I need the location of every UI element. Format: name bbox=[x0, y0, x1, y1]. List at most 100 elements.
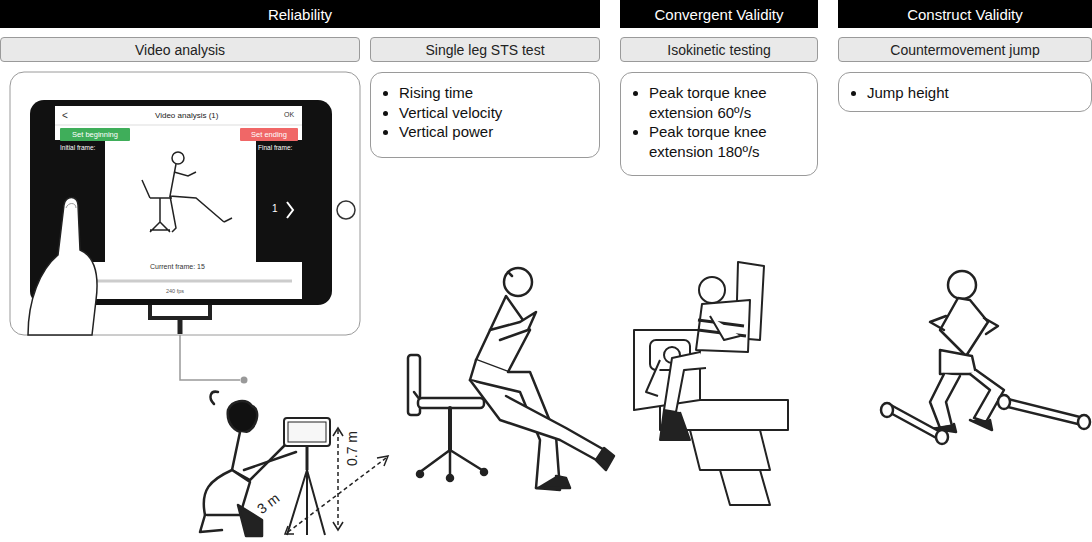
g-shape bbox=[200, 392, 296, 536]
node-text: Construct Validity bbox=[907, 6, 1023, 23]
bullet-item: Peak torque knee extension 180º/s bbox=[649, 122, 807, 161]
outcome-list: Peak torque knee extension 60º/sPeak tor… bbox=[620, 72, 818, 176]
circle-shape bbox=[504, 268, 532, 296]
circle-shape bbox=[447, 475, 453, 481]
line-shape bbox=[178, 318, 183, 334]
path-shape bbox=[66, 204, 76, 209]
section-bar: Convergent Validity bbox=[620, 0, 818, 28]
path-shape bbox=[696, 300, 750, 352]
g-shape bbox=[634, 262, 788, 505]
path-shape bbox=[142, 180, 172, 232]
method-box: Isokinetic testing bbox=[620, 37, 818, 62]
rect-shape bbox=[256, 140, 302, 262]
path-shape bbox=[970, 370, 1004, 422]
path-shape bbox=[1004, 398, 1086, 426]
screen-label: < bbox=[62, 110, 68, 121]
path-shape bbox=[940, 350, 976, 374]
path-shape bbox=[180, 335, 240, 380]
bullet-item: Vertical power bbox=[399, 122, 502, 142]
line-shape bbox=[288, 458, 386, 532]
bullet-item: Jump height bbox=[867, 83, 949, 103]
path-shape bbox=[660, 410, 690, 440]
path-shape bbox=[285, 526, 294, 534]
g-shape bbox=[285, 456, 388, 534]
rect-shape bbox=[288, 422, 326, 442]
screen-label: Initial frame: bbox=[60, 144, 95, 151]
path-shape bbox=[228, 401, 257, 432]
path-shape bbox=[470, 380, 608, 462]
app-button: Set beginning bbox=[60, 128, 130, 141]
node-text: Countermovement jump bbox=[890, 42, 1039, 58]
node-text: Reliability bbox=[268, 6, 332, 23]
path-shape bbox=[287, 202, 293, 218]
path-shape bbox=[377, 456, 388, 466]
bullet-list: Peak torque knee extension 60º/sPeak tor… bbox=[629, 83, 807, 161]
method-box: Video analysis bbox=[0, 37, 360, 62]
rect-shape bbox=[284, 418, 330, 446]
circle-shape bbox=[417, 471, 423, 477]
path-shape bbox=[28, 198, 97, 336]
section-bar: Reliability bbox=[0, 0, 600, 28]
screen-label: 240 fps bbox=[166, 288, 184, 294]
screen-label: Video analysis (1) bbox=[155, 111, 218, 120]
bullet-item: Peak torque knee extension 60º/s bbox=[649, 83, 807, 122]
line-shape bbox=[306, 446, 309, 470]
node-text: Set ending bbox=[251, 130, 287, 139]
path-shape bbox=[930, 316, 946, 330]
path-shape bbox=[536, 476, 570, 488]
section-bar: Construct Validity bbox=[838, 0, 1092, 28]
node-text: Set beginning bbox=[72, 130, 118, 139]
dimension-label: 0.7 m bbox=[344, 431, 360, 466]
circle-shape bbox=[172, 152, 184, 164]
path-shape bbox=[690, 430, 770, 470]
path-shape bbox=[940, 298, 988, 356]
path-shape bbox=[646, 360, 660, 396]
circle-shape bbox=[337, 201, 355, 219]
dimension-label: 3 m bbox=[254, 490, 282, 517]
rect-shape bbox=[10, 72, 360, 335]
outcome-list: Rising timeVertical velocityVertical pow… bbox=[370, 72, 600, 158]
path-shape bbox=[200, 515, 222, 532]
path-shape bbox=[596, 448, 614, 470]
path-shape bbox=[984, 318, 998, 334]
g-shape bbox=[142, 152, 232, 232]
path-shape bbox=[174, 172, 196, 176]
path-shape bbox=[720, 470, 770, 505]
method-box: Countermovement jump bbox=[838, 37, 1092, 62]
path-shape bbox=[490, 312, 536, 340]
ellipse-shape bbox=[998, 395, 1010, 409]
path-shape bbox=[170, 164, 224, 222]
ellipse-shape bbox=[1078, 415, 1090, 429]
bullet-list: Jump height bbox=[847, 83, 949, 103]
node-text: Video analysis bbox=[135, 42, 225, 58]
path-shape bbox=[150, 305, 210, 318]
g-shape bbox=[408, 268, 614, 490]
line-shape bbox=[337, 430, 339, 528]
path-shape bbox=[170, 196, 176, 232]
bullet-item: Rising time bbox=[399, 83, 502, 103]
bullet-item: Vertical velocity bbox=[399, 103, 502, 123]
path-shape bbox=[333, 522, 343, 530]
ellipse-shape bbox=[936, 430, 948, 444]
path-shape bbox=[211, 392, 218, 404]
path-shape bbox=[420, 450, 482, 476]
app-button: Set ending bbox=[240, 128, 298, 141]
outcome-list: Jump height bbox=[838, 72, 1092, 112]
screen-label: 1 bbox=[272, 203, 278, 214]
circle-shape bbox=[699, 277, 725, 303]
path-shape bbox=[287, 470, 325, 535]
node-text: Isokinetic testing bbox=[667, 42, 771, 58]
line-shape bbox=[448, 408, 452, 450]
path-shape bbox=[224, 218, 232, 222]
circle-shape bbox=[481, 469, 487, 475]
path-shape bbox=[930, 374, 960, 428]
line-shape bbox=[65, 280, 292, 283]
path-shape bbox=[970, 420, 992, 430]
path-shape bbox=[710, 316, 740, 340]
path-shape bbox=[508, 272, 512, 276]
node-text: Single leg STS test bbox=[425, 42, 544, 58]
screen-label: OK bbox=[284, 111, 294, 118]
method-box: Single leg STS test bbox=[370, 37, 600, 62]
bullet-list: Rising timeVertical velocityVertical pow… bbox=[379, 83, 502, 142]
